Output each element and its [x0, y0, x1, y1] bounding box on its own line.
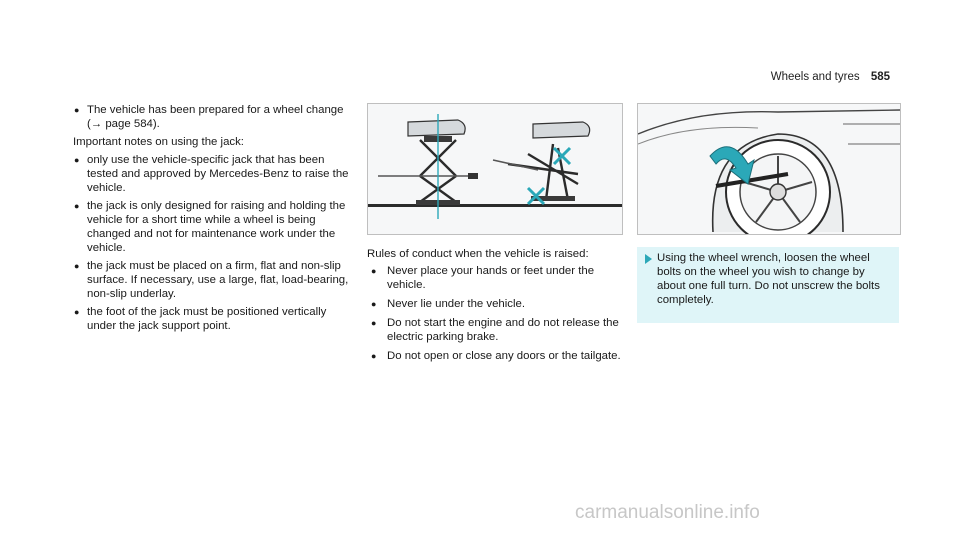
list-item: ● Do not open or close any doors or the … [371, 350, 621, 362]
bullet-icon: ● [371, 266, 377, 276]
wheel-wrench-illustration [637, 103, 901, 235]
jack-illustration [367, 103, 623, 235]
rules-list: ● Never place your hands or feet under t… [367, 264, 622, 363]
list-item: ● the jack must be placed on a firm, fla… [74, 260, 349, 300]
notes-intro: Important notes on using the jack: [73, 136, 244, 148]
list-item: ● the foot of the jack must be positione… [74, 306, 327, 332]
bullet-icon: ● [371, 299, 377, 309]
bullet-icon: ● [74, 105, 80, 115]
step-arrow-icon [645, 254, 652, 264]
wheel-diagram [638, 104, 900, 234]
bullet-icon: ● [74, 155, 80, 165]
bullet-icon: ● [371, 351, 377, 361]
list-item: ● only use the vehicle-specific jack tha… [74, 154, 349, 194]
page-number: 585 [870, 71, 890, 83]
list-item: ● Never lie under the vehicle. [371, 298, 526, 310]
list-item: ● The vehicle has been prepared for a wh… [74, 104, 344, 130]
jack-diagram [368, 104, 622, 234]
step-text: Using the wheel wrench, loosen the wheel… [657, 252, 880, 306]
section-title: Wheels and tyres [770, 71, 860, 83]
bullet-icon: ● [74, 201, 80, 211]
bullet-icon: ● [74, 307, 80, 317]
column-rules: Rules of conduct when the vehicle is rai… [367, 247, 622, 368]
precondition-list: ● The vehicle has been prepared for a wh… [73, 103, 353, 131]
jack-notes-list: ● only use the vehicle-specific jack tha… [73, 153, 353, 333]
bullet-icon: ● [74, 261, 80, 271]
list-item: ● Do not start the engine and do not rel… [371, 317, 619, 343]
list-item: ● Never place your hands or feet under t… [371, 265, 595, 291]
watermark: carmanualsonline.info [575, 502, 760, 523]
list-item: ● the jack is only designed for raising … [74, 200, 346, 254]
bullet-icon: ● [371, 318, 377, 328]
rules-intro: Rules of conduct when the vehicle is rai… [367, 248, 589, 260]
column-jack-notes: ● The vehicle has been prepared for a wh… [73, 103, 353, 337]
instruction-step: Using the wheel wrench, loosen the wheel… [637, 247, 899, 323]
column-step: Using the wheel wrench, loosen the wheel… [637, 247, 899, 323]
page-header: Wheels and tyres 585 [771, 70, 890, 84]
